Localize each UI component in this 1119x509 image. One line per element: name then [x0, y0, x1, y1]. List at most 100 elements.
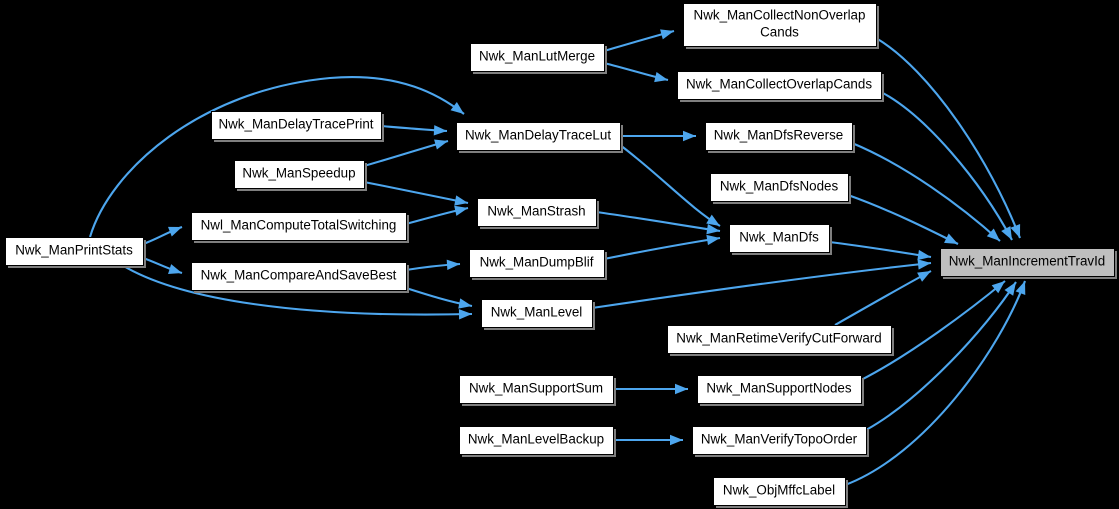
edge-line: [880, 91, 1013, 241]
edge-line: [121, 264, 473, 316]
node-box[interactable]: [705, 122, 853, 151]
edge-n_levelbackup-to-n_verifytopo: [613, 434, 683, 446]
arrowhead-icon: [670, 434, 683, 446]
arrowhead-icon: [683, 130, 696, 142]
node-label: Nwk_ManStrash: [487, 204, 585, 219]
node-label: Nwk_ManCollectOverlapCands: [686, 77, 872, 92]
node-box[interactable]: [667, 325, 892, 354]
edge-n_speedup-to-n_strash: [363, 180, 469, 206]
node-box[interactable]: [710, 173, 849, 202]
node-box[interactable]: [481, 299, 593, 328]
node-label: Nwk_ManPrintStats: [15, 243, 133, 258]
node-label: Nwk_ManDelayTraceLut: [465, 128, 611, 143]
node-box[interactable]: [469, 249, 605, 278]
graph-node-levelbackup[interactable]: Nwk_ManLevelBackup: [459, 426, 617, 458]
graph-node-objmffclabel[interactable]: Nwk_ObjMffcLabel: [713, 477, 849, 509]
graph-node-printstats[interactable]: Nwk_ManPrintStats: [5, 237, 147, 269]
edge-n_comparesave-to-n_dumpblif: [405, 259, 461, 272]
node-label: Nwk_ManDfs: [739, 230, 819, 245]
node-box[interactable]: [729, 224, 830, 253]
node-label: Nwk_ManLevel: [491, 305, 583, 320]
edge-n_lutmerge-to-n_collectnon: [603, 29, 675, 53]
arrowhead-icon: [450, 101, 464, 114]
edge-n_collectnon-to-n_incrementtravid: [875, 37, 1021, 239]
node-box[interactable]: [191, 262, 407, 291]
edge-line: [619, 144, 721, 227]
arrowhead-icon: [1015, 281, 1026, 295]
arrowhead-icon: [454, 205, 468, 216]
arrowhead-icon: [706, 223, 720, 235]
arrowhead-icon: [167, 226, 182, 237]
edge-line: [851, 142, 1001, 242]
edge-n_delaytracelut-to-n_dfsreverse: [620, 130, 696, 142]
arrowhead-icon: [1010, 223, 1021, 238]
node-box[interactable]: [234, 160, 365, 189]
node-box[interactable]: [692, 426, 867, 455]
graph-node-dumpblif[interactable]: Nwk_ManDumpBlif: [469, 249, 608, 281]
edge-n_printstats-to-n_computeswitch: [142, 226, 183, 245]
graph-node-dfsreverse[interactable]: Nwk_ManDfsReverse: [705, 122, 856, 154]
graph-node-dfsnodes[interactable]: Nwk_ManDfsNodes: [710, 173, 852, 205]
graph-node-delaytracelut[interactable]: Nwk_ManDelayTraceLut: [456, 122, 624, 154]
node-label: Nwk_ObjMffcLabel: [723, 483, 835, 498]
edge-n_lutmerge-to-n_collectover: [603, 61, 669, 83]
node-box[interactable]: [697, 375, 862, 404]
node-box[interactable]: [470, 43, 605, 72]
edge-n_verifytopo-to-n_incrementtravid: [865, 281, 1017, 431]
node-box[interactable]: [459, 375, 614, 404]
graph-node-collectover[interactable]: Nwk_ManCollectOverlapCands: [677, 71, 885, 103]
node-box[interactable]: [456, 122, 621, 151]
nodes-layer: Nwk_ManPrintStatsNwk_ManDelayTracePrintN…: [5, 3, 1118, 509]
graph-node-speedup[interactable]: Nwk_ManSpeedup: [234, 160, 368, 192]
graph-node-computeswitch[interactable]: Nwl_ManComputeTotalSwitching: [191, 212, 410, 244]
node-label: Nwk_ManLutMerge: [479, 49, 595, 64]
arrowhead-icon: [706, 214, 720, 226]
arrowhead-icon: [433, 125, 447, 136]
graph-node-comparesave[interactable]: Nwk_ManCompareAndSaveBest: [191, 262, 410, 294]
node-box[interactable]: [713, 477, 846, 506]
arrowhead-icon: [434, 139, 448, 150]
edge-n_objmffclabel-to-n_incrementtravid: [844, 280, 1026, 486]
edge-n_supportnodes-to-n_incrementtravid: [860, 280, 1006, 381]
arrowhead-icon: [1004, 282, 1016, 296]
graph-node-incrementtravid[interactable]: Nwk_ManIncrementTravId: [940, 248, 1118, 280]
node-label: Nwk_ManLevelBackup: [468, 432, 604, 447]
graph-node-verifytopo[interactable]: Nwk_ManVerifyTopoOrder: [692, 426, 870, 458]
graph-node-delaytraceprint[interactable]: Nwk_ManDelayTracePrint: [211, 111, 385, 143]
graph-node-retimeverify[interactable]: Nwk_ManRetimeVerifyCutForward: [667, 325, 895, 357]
edge-line: [875, 37, 1021, 239]
edge-line: [595, 210, 721, 233]
node-box[interactable]: [683, 3, 877, 47]
edge-line: [363, 139, 449, 168]
edge-n_collectover-to-n_incrementtravid: [880, 91, 1013, 241]
edge-line: [860, 280, 1006, 381]
edge-line: [847, 194, 959, 245]
graph-node-lutmerge[interactable]: Nwk_ManLutMerge: [470, 43, 608, 75]
node-box[interactable]: [677, 71, 882, 100]
edge-n_speedup-to-n_delaytracelut: [363, 139, 449, 168]
arrowhead-icon: [991, 281, 1005, 294]
graph-node-strash[interactable]: Nwk_ManStrash: [477, 198, 600, 230]
node-box[interactable]: [477, 198, 597, 227]
graph-node-level[interactable]: Nwk_ManLevel: [481, 299, 596, 331]
node-label: Nwk_ManRetimeVerifyCutForward: [676, 331, 881, 346]
graph-node-supportnodes[interactable]: Nwk_ManSupportNodes: [697, 375, 865, 407]
edge-n_printstats-to-n_delaytracelut: [88, 76, 465, 238]
node-label: Nwk_ManDfsNodes: [720, 179, 839, 194]
node-box[interactable]: [211, 111, 382, 140]
arrowhead-icon: [944, 233, 958, 244]
node-box[interactable]: [191, 212, 407, 241]
edge-n_printstats-to-n_level: [121, 264, 473, 320]
edge-line: [603, 236, 721, 261]
edge-n_strash-to-n_dfs: [595, 210, 721, 235]
node-box[interactable]: [5, 237, 144, 266]
graph-node-supportsum[interactable]: Nwk_ManSupportSum: [459, 375, 617, 407]
node-box[interactable]: [940, 248, 1115, 277]
arrowhead-icon: [917, 259, 931, 270]
graph-node-dfs[interactable]: Nwk_ManDfs: [729, 224, 833, 256]
node-label: Nwk_ManDfsReverse: [714, 128, 843, 143]
node-box[interactable]: [459, 426, 614, 455]
